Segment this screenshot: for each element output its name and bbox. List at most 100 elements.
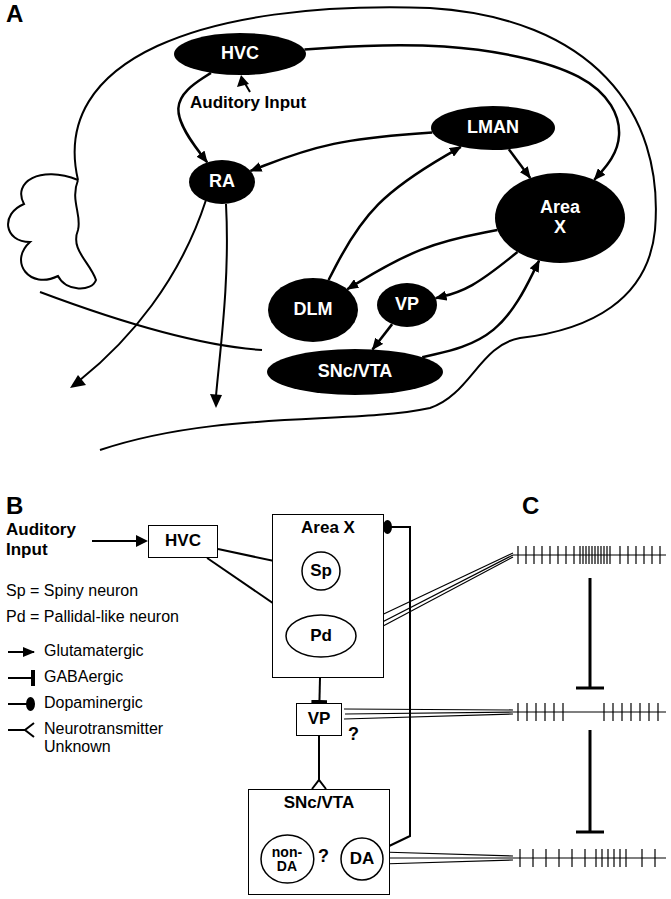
panel-letter: C [522, 492, 539, 520]
legend-text: GABAergic [44, 668, 123, 686]
ra-descending-tract [216, 204, 227, 396]
node-label: DLM [294, 300, 333, 320]
pathway-arrow [329, 147, 461, 280]
arrowhead [210, 394, 222, 408]
node-label: LMAN [467, 118, 519, 138]
node-shape [431, 106, 555, 150]
spike-tick [643, 546, 644, 564]
spike-tick [549, 546, 550, 564]
spike-tick [621, 703, 622, 721]
brain-nucleus: DLM [268, 278, 358, 342]
spike-tick [625, 849, 626, 867]
spike-tick [597, 546, 598, 564]
node-shape [341, 838, 383, 880]
unknown-mark: ? [348, 724, 359, 745]
spike-tick [651, 546, 652, 564]
spike-tick [654, 849, 655, 867]
spike-tick [517, 703, 518, 721]
region-box: SNc/VTAnon-DADA [248, 789, 390, 895]
spike-tick [600, 546, 601, 564]
annotation-text: Auditory Input [6, 520, 90, 559]
spike-tick [635, 546, 636, 564]
neuron-circle: DA [340, 837, 384, 881]
pathway-arrow [422, 261, 539, 358]
spike-tick [558, 849, 559, 867]
spike-tick [553, 703, 554, 721]
spike-tick [535, 703, 536, 721]
pathway-arrow [304, 45, 619, 180]
node-label: VP [308, 710, 331, 729]
spike-tick [582, 546, 583, 564]
node-label: Area X [301, 519, 355, 538]
spike-tick [619, 849, 620, 867]
spike-tick [544, 703, 545, 721]
arrowheads [70, 75, 249, 547]
spike-tick [619, 546, 620, 564]
brainstem-outline [40, 292, 262, 350]
spike-tick [584, 849, 585, 867]
neuron-circle: Pd [285, 614, 357, 658]
region-box: VP [296, 703, 342, 736]
arrowhead [136, 535, 148, 547]
legend-sample [6, 695, 38, 713]
spike-tick [557, 546, 558, 564]
pathway-arrow [509, 149, 530, 178]
pathway-arrow [251, 132, 433, 170]
spike-tick [594, 546, 595, 564]
spike-tick [532, 849, 533, 867]
inhibition-bar [576, 687, 604, 690]
spike-tick [591, 546, 592, 564]
brain-outline [75, 7, 656, 450]
spike-tick [573, 546, 574, 564]
electrode-line [381, 852, 513, 856]
spike-tick [595, 849, 596, 867]
annotation-text: Sp = Spiny neuron [6, 582, 138, 600]
region-box: HVC [148, 525, 218, 558]
legend-row: Dopaminergic [6, 694, 143, 713]
node-label: HVC [221, 44, 259, 64]
brain-nucleus: LMAN [431, 106, 555, 150]
spike-tick [601, 849, 602, 867]
annotation-text: Pd = Pallidal-like neuron [6, 608, 179, 626]
legend-sample [6, 643, 38, 661]
node-label: HVC [165, 532, 201, 551]
neuron-circle: non-DA [260, 834, 315, 884]
pathway-arrow [347, 230, 497, 289]
spike-tick [533, 546, 534, 564]
spike-tick [639, 703, 640, 721]
spike-tick [630, 703, 631, 721]
node-label: Pd [310, 627, 332, 646]
brain-nucleus: HVC [174, 33, 306, 75]
spike-tick [519, 849, 520, 867]
brain-nucleus: VP [377, 283, 437, 327]
inhibition-bar [576, 831, 604, 834]
legend-line [8, 729, 25, 731]
spike-tick [627, 546, 628, 564]
spike-tick [541, 546, 542, 564]
legend-text: Glutamatergic [44, 642, 144, 660]
auditory-input-arrow [92, 540, 138, 542]
spike-tick [603, 703, 604, 721]
legend-sample [6, 721, 38, 739]
node-label: non-DA [269, 845, 305, 873]
spike-tick [659, 546, 660, 564]
electrode-line [381, 860, 513, 864]
pathway-arrow [178, 73, 211, 162]
brain-nucleus: RA [189, 160, 255, 204]
spike-tick [607, 849, 608, 867]
node-label: Sp [310, 562, 332, 581]
inhibition-line [589, 730, 592, 832]
panel-letter: A [6, 0, 23, 28]
node-label: VP [395, 295, 419, 315]
spike-tick [603, 546, 604, 564]
node-shape [267, 349, 443, 395]
region-box: Area X SpPd [272, 514, 384, 678]
electrode-line [384, 857, 513, 858]
arrowhead [70, 375, 86, 388]
unknown-mark: ? [318, 846, 329, 867]
legend-row: Glutamatergic [6, 642, 144, 661]
node-label: DA [350, 850, 375, 869]
spike-tick [579, 546, 580, 564]
